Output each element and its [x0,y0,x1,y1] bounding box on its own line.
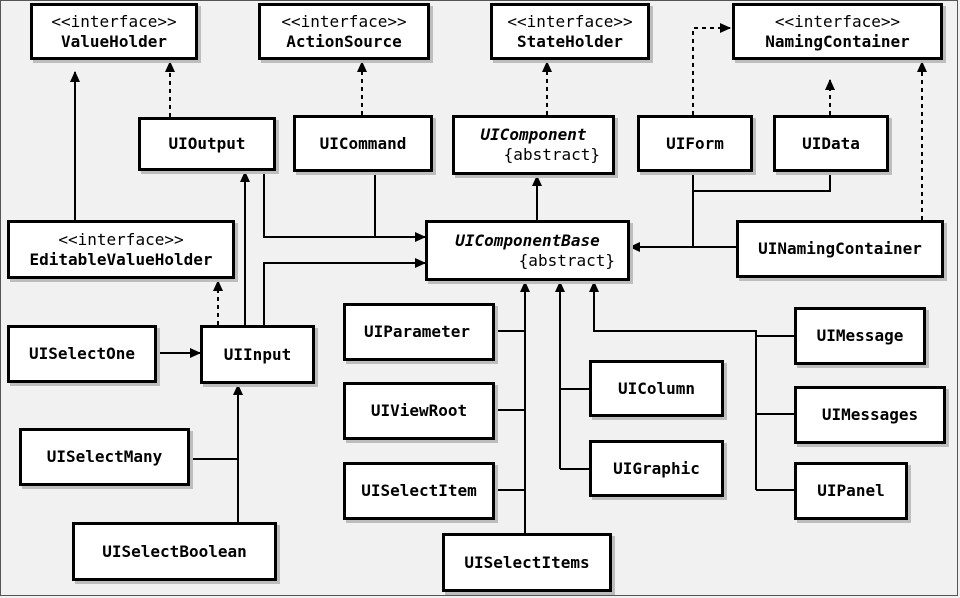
edge-uiinput-uicomponentbase [263,258,426,325]
uiselectitem-class[interactable]: UISelectItem [343,462,495,520]
stereotype-label: <<interface>> [774,11,901,31]
edge-uioutput-uicomponentbase [263,172,426,242]
class-name: UIInput [223,344,292,364]
uiselectboolean-class[interactable]: UISelectBoolean [72,522,277,581]
class-name: EditableValueHolder [29,249,213,269]
class-name: ValueHolder [61,31,167,51]
uiform-class[interactable]: UIForm [637,115,753,172]
uipanel-class[interactable]: UIPanel [794,462,908,520]
class-name: UIGraphic [613,458,700,478]
class-name: UIOutput [168,134,246,153]
stereotype-label: <<interface>> [507,11,633,31]
stateholder-interface[interactable]: <<interface>> StateHolder [490,3,650,60]
uiselectmany-class[interactable]: UISelectMany [19,428,190,486]
class-name: UIData [802,133,860,153]
class-name: UIColumn [617,378,696,398]
class-name: UISelectBoolean [102,541,247,561]
namingcontainer-interface[interactable]: <<interface>> NamingContainer [732,3,943,60]
class-name: NamingContainer [765,31,910,51]
abstract-label: {abstract} [518,250,615,270]
uigraphic-class[interactable]: UIGraphic [589,440,724,497]
class-name: UIParameter [364,322,470,341]
uicomponentbase-class[interactable]: UIComponentBase {abstract} [425,220,630,281]
actionsource-interface[interactable]: <<interface>> ActionSource [258,3,430,60]
class-name: ActionSource [286,31,402,51]
edge-trunk-right [589,281,757,490]
stereotype-label: <<interface>> [281,11,407,31]
class-name: UISelectMany [46,447,163,466]
uicolumn-class[interactable]: UIColumn [589,360,724,417]
class-name: UIForm [666,133,724,153]
uiinput-class[interactable]: UIInput [200,325,315,384]
uiselectitems-class[interactable]: UISelectItems [442,533,612,592]
class-name: UIComponent [480,125,587,144]
class-name: UIViewRoot [370,401,468,420]
stereotype-label: <<interface>> [51,11,177,31]
class-name: UIMessages [821,405,919,424]
uioutput-class[interactable]: UIOutput [138,117,276,171]
editablevalueholder-interface[interactable]: <<interface>> EditableValueHolder [7,220,235,279]
class-name: UINamingContainer [758,239,922,258]
uicomponent-class[interactable]: UIComponent {abstract} [452,115,615,175]
abstract-label: {abstract} [503,145,600,164]
class-name: UIComponentBase [455,230,600,250]
class-name: UISelectOne [29,344,135,363]
class-name: UISelectItems [464,552,590,572]
uimessage-class[interactable]: UIMessage [794,307,926,365]
uiparameter-class[interactable]: UIParameter [343,303,495,361]
uicommand-class[interactable]: UICommand [293,115,433,172]
stereotype-label: <<interface>> [58,229,184,249]
uidata-class[interactable]: UIData [773,115,889,172]
class-name: UICommand [319,133,407,153]
edge-uiform-namingcontainer [692,23,731,115]
uiselectone-class[interactable]: UISelectOne [7,325,157,383]
valueholder-interface[interactable]: <<interface>> ValueHolder [30,3,198,60]
class-name: StateHolder [517,31,623,51]
uiviewroot-class[interactable]: UIViewRoot [343,382,495,440]
edge-uidata-uicomponentbase [693,173,831,192]
uimessages-class[interactable]: UIMessages [794,386,946,444]
class-name: UISelectItem [361,481,477,500]
class-name: UIMessage [816,326,904,345]
class-name: UIPanel [817,481,885,500]
uinamingcontainer-class[interactable]: UINamingContainer [736,220,944,278]
